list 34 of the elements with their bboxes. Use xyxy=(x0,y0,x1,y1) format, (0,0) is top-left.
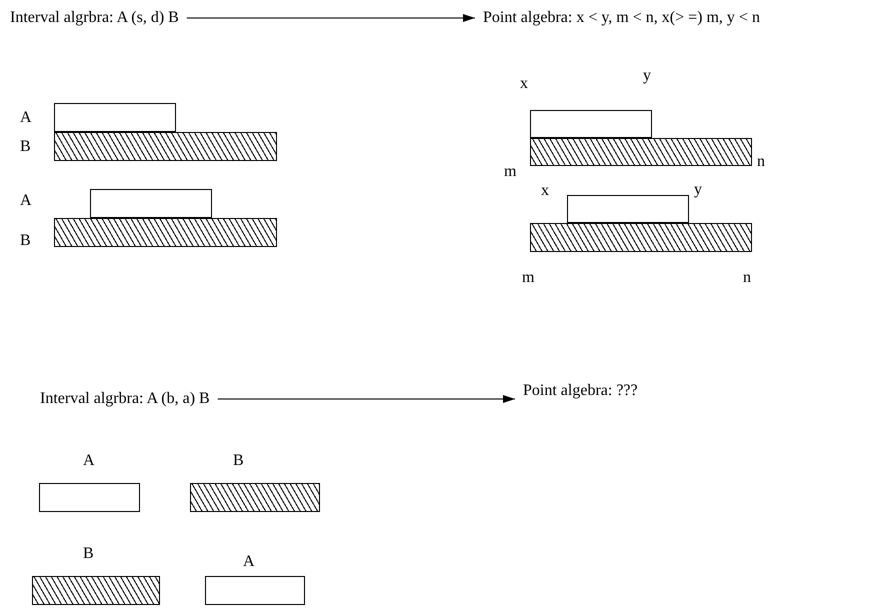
endpoint-label: B xyxy=(83,545,94,563)
hatched-interval-bar xyxy=(54,218,277,247)
endpoint-label: n xyxy=(757,153,765,171)
endpoint-label: A xyxy=(83,452,95,470)
endpoint-label: y xyxy=(643,67,651,85)
interval-bar xyxy=(39,483,140,512)
hatched-interval-bar xyxy=(530,138,752,166)
relation-text: Interval algrbra: A (s, d) B xyxy=(10,9,179,27)
relation-text: Point algebra: ??? xyxy=(523,382,638,400)
endpoint-label: A xyxy=(243,553,255,571)
hatched-interval-bar xyxy=(54,132,277,161)
endpoint-label: x xyxy=(520,75,528,93)
interval-bar xyxy=(90,189,212,218)
endpoint-label: m xyxy=(522,269,534,287)
interval-bar xyxy=(567,195,689,223)
endpoint-label: y xyxy=(694,181,702,199)
endpoint-label: B xyxy=(233,452,244,470)
relation-text: Point algebra: x < y, m < n, x(> =) m, y < n xyxy=(483,9,760,27)
relation-text: Interval algrbra: A (b, a) B xyxy=(40,390,210,408)
arrow xyxy=(217,395,516,403)
interval-bar xyxy=(54,103,176,132)
endpoint-label: B xyxy=(20,232,31,250)
hatched-interval-bar xyxy=(190,483,320,512)
endpoint-label: x xyxy=(541,182,549,200)
endpoint-label: B xyxy=(20,138,31,156)
interval-bar xyxy=(530,110,652,138)
endpoint-label: n xyxy=(743,269,751,287)
interval-label: A xyxy=(20,192,32,210)
endpoint-label: m xyxy=(504,163,516,181)
hatched-interval-bar xyxy=(530,223,752,252)
arrow xyxy=(186,14,476,22)
hatched-interval-bar xyxy=(32,576,160,605)
endpoint-label: A xyxy=(20,109,32,127)
interval-bar xyxy=(205,576,305,605)
